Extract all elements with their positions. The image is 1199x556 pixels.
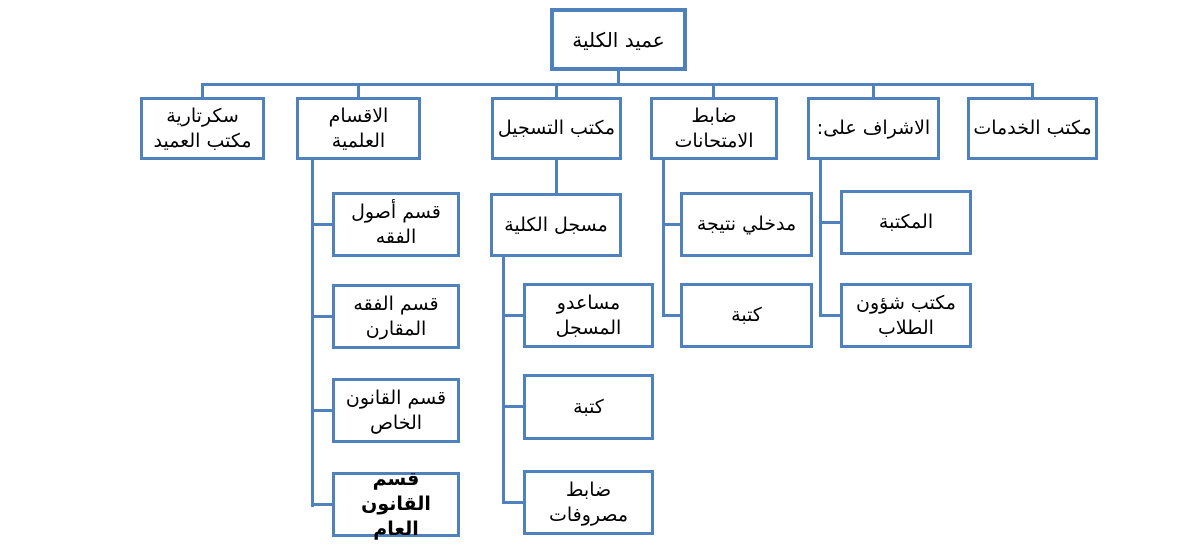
connector-registration-registrar bbox=[555, 158, 558, 195]
org-node-public-law-dept: قسم القانون العام bbox=[332, 468, 460, 540]
org-node-secretariat: سكرتارية مكتب العميد bbox=[140, 97, 265, 160]
connector-elbow-library bbox=[819, 221, 842, 224]
connector-stub-services bbox=[1031, 83, 1034, 97]
connector-stub-registration bbox=[555, 83, 558, 97]
org-node-clerks-registration: كتبة bbox=[523, 374, 654, 440]
connector-elbow-result-entry bbox=[662, 223, 682, 226]
connector-elbow-expenses-officer bbox=[502, 501, 525, 504]
org-node-comparative-fiqh-dept: قسم الفقه المقارن bbox=[332, 284, 460, 349]
org-node-services-office: مكتب الخدمات bbox=[967, 97, 1098, 160]
connector-elbow-student-affairs bbox=[819, 314, 842, 317]
connector-departments-trunk bbox=[311, 158, 314, 507]
connector-elbow-registrar-assistants bbox=[502, 314, 525, 317]
org-node-registrar-assistants: مساعدو المسجل bbox=[523, 283, 654, 348]
org-node-clerks-exams: كتبة bbox=[680, 283, 813, 348]
connector-elbow-public-law bbox=[311, 503, 334, 506]
connector-elbow-private-law bbox=[311, 409, 334, 412]
org-node-student-affairs: مكتب شؤون الطلاب bbox=[840, 283, 972, 348]
org-node-registration-office: مكتب التسجيل bbox=[491, 97, 622, 160]
connector-stub-secretariat bbox=[201, 83, 204, 97]
org-node-usul-fiqh-dept: قسم أصول الفقه bbox=[332, 192, 460, 257]
connector-elbow-clerks-exams bbox=[662, 314, 682, 317]
connector-dean-stub bbox=[617, 69, 620, 85]
connector-supervision-trunk bbox=[819, 158, 822, 317]
connector-stub-departments bbox=[357, 83, 360, 97]
org-node-college-registrar: مسجل الكلية bbox=[490, 193, 622, 257]
org-node-supervision: الاشراف على: bbox=[807, 97, 940, 160]
connector-stub-exams bbox=[712, 83, 715, 97]
org-node-expenses-officer: ضابط مصروفات bbox=[523, 470, 654, 535]
org-node-exams-officer: ضابط الامتحانات bbox=[650, 97, 778, 160]
org-node-private-law-dept: قسم القانون الخاص bbox=[332, 378, 460, 443]
connector-stub-supervision bbox=[872, 83, 875, 97]
connector-elbow-comparative-fiqh bbox=[311, 315, 334, 318]
connector-elbow-clerks-registration bbox=[502, 405, 525, 408]
org-node-result-entry: مدخلي نتيجة bbox=[680, 192, 813, 257]
org-node-departments: الاقسام العلمية bbox=[296, 97, 421, 160]
connector-exams-trunk bbox=[662, 158, 665, 317]
connector-elbow-usul-fiqh bbox=[311, 223, 334, 226]
org-node-dean: عميد الكلية bbox=[550, 8, 687, 71]
connector-main-rail bbox=[201, 83, 1034, 86]
org-node-library: المكتبة bbox=[840, 190, 972, 255]
connector-registrar-trunk bbox=[502, 255, 505, 504]
